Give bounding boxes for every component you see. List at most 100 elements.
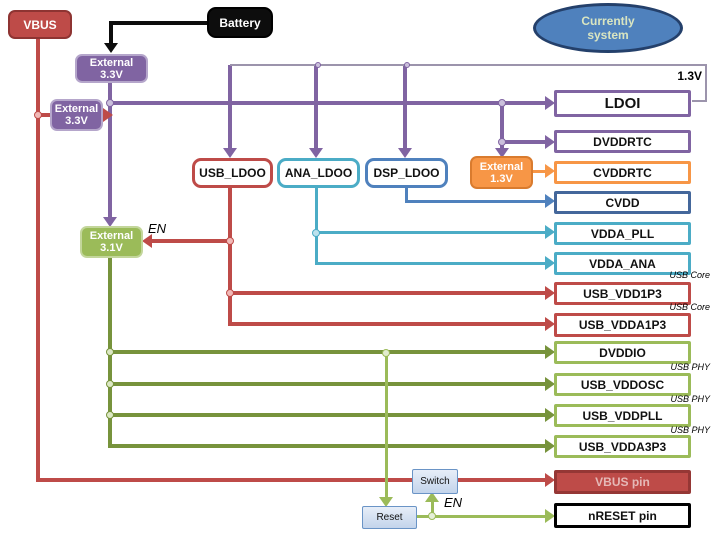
rail-usb-vdda3p3: USB_VDDA3P3 (554, 435, 691, 458)
switch-label: Switch (420, 476, 450, 487)
rail-ldoi-label: LDOI (604, 95, 641, 112)
arrowhead (495, 148, 509, 158)
arrowhead (379, 497, 393, 507)
reset-label: Reset (376, 512, 403, 523)
en-regulator-label: EN (148, 221, 167, 236)
wire (500, 105, 504, 143)
rail-ldoi: LDOI (554, 90, 691, 117)
usb-ldo-label: USB_LDOO (199, 166, 266, 180)
wire (232, 291, 547, 295)
arrowhead (545, 225, 555, 239)
external-3v1-box: External 3.1V (80, 226, 143, 258)
en-switch-label: EN (444, 495, 463, 510)
arrowhead (309, 148, 323, 158)
rail-vdda-ana-label: VDDA_ANA (589, 256, 656, 271)
rail-vbus-pin-label: VBUS pin (595, 475, 650, 489)
external-1v3-box: External 1.3V (470, 156, 533, 189)
junction-dot (106, 380, 114, 388)
external-3v1-line1: External (89, 230, 134, 242)
external-1v3-line2: 1.3V (490, 172, 513, 185)
rail-cvdd: CVDD (554, 191, 691, 214)
rail-usb-vdda3p3-label: USB_VDDA3P3 (578, 439, 667, 454)
external-3v3-top-box: External 3.3V (75, 54, 148, 83)
rail-usb-vdd1p3: USB_VDD1P3 (554, 282, 691, 305)
wire (692, 100, 707, 102)
wire (317, 231, 547, 234)
wire (385, 353, 388, 498)
arrowhead (545, 286, 555, 300)
wire (109, 21, 113, 45)
arrowhead (545, 509, 555, 523)
rail-usb-vddpll-label: USB_VDDPLL (582, 408, 663, 423)
rail-usb-vddosc-label: USB_VDDOSC (580, 377, 665, 392)
arrowhead (545, 164, 555, 178)
rail-vdda-pll-label: VDDA_PLL (590, 226, 655, 241)
wire (108, 105, 112, 218)
usb-phy-note-2: USB PHY (670, 394, 710, 404)
rail-vdda-ana: VDDA_ANA (554, 252, 691, 275)
wire (705, 64, 707, 102)
junction-dot (106, 99, 114, 107)
wire (110, 21, 208, 25)
wire (40, 113, 50, 117)
junction-dot (382, 349, 390, 357)
arrowhead (545, 96, 555, 110)
junction-dot (34, 111, 42, 119)
arrowhead (104, 43, 118, 53)
vbus-label: VBUS (23, 17, 57, 32)
junction-dot (404, 62, 410, 68)
external-1v3-line1: External (479, 160, 524, 173)
wire (110, 382, 547, 386)
arrowhead (545, 135, 555, 149)
wire (315, 188, 318, 265)
external-3v3-left-line2: 3.3V (65, 115, 88, 127)
ldoi-output-voltage-label: 1.3V (677, 69, 702, 83)
wire (228, 65, 232, 150)
rail-nreset-pin-label: nRESET pin (588, 508, 657, 523)
wire (110, 413, 547, 417)
rail-dvddrtc-label: DVDDRTC (593, 134, 652, 149)
junction-dot (498, 99, 506, 107)
external-3v1-line2: 3.1V (100, 242, 123, 254)
wire (110, 350, 547, 354)
dsp-ldo-label: DSP_LDOO (373, 166, 440, 180)
junction-dot (315, 62, 321, 68)
arrowhead (103, 217, 117, 227)
arrowhead (545, 473, 555, 487)
switch-box: Switch (412, 469, 458, 494)
arrowhead (545, 377, 555, 391)
wire (500, 145, 504, 150)
wire (314, 65, 318, 150)
wire (110, 444, 547, 448)
junction-dot (312, 229, 320, 237)
arrowhead (545, 439, 555, 453)
external-3v3-top-line1: External (89, 56, 134, 69)
external-3v3-left-line1: External (54, 103, 99, 115)
ana-ldo-box: ANA_LDOO (277, 158, 360, 188)
wire (151, 239, 229, 243)
wire (228, 322, 547, 326)
junction-dot (428, 512, 436, 520)
arrowhead (142, 234, 152, 248)
external-3v3-top-line2: 3.3V (100, 68, 123, 81)
usb-core-note-1: USB Core (669, 270, 710, 280)
wire (108, 82, 112, 103)
arrowhead (223, 148, 237, 158)
reset-box: Reset (362, 506, 417, 529)
usb-ldo-box: USB_LDOO (192, 158, 273, 188)
rail-usb-vddosc: USB_VDDOSC (554, 373, 691, 396)
rail-nreset-pin: nRESET pin (554, 503, 691, 528)
rail-cvddrtc-label: CVDDRTC (593, 165, 652, 180)
bubble-line2: system (587, 28, 629, 42)
wire (533, 170, 547, 173)
rail-dvddrtc: DVDDRTC (554, 130, 691, 153)
vbus-source-box: VBUS (8, 10, 72, 39)
usb-phy-note-3: USB PHY (670, 425, 710, 435)
arrowhead (545, 194, 555, 208)
arrowhead (425, 492, 439, 502)
rail-usb-vdda1p3-label: USB_VDDA1P3 (578, 318, 667, 332)
wire (403, 65, 407, 150)
junction-dot (106, 411, 114, 419)
wire (36, 38, 40, 482)
